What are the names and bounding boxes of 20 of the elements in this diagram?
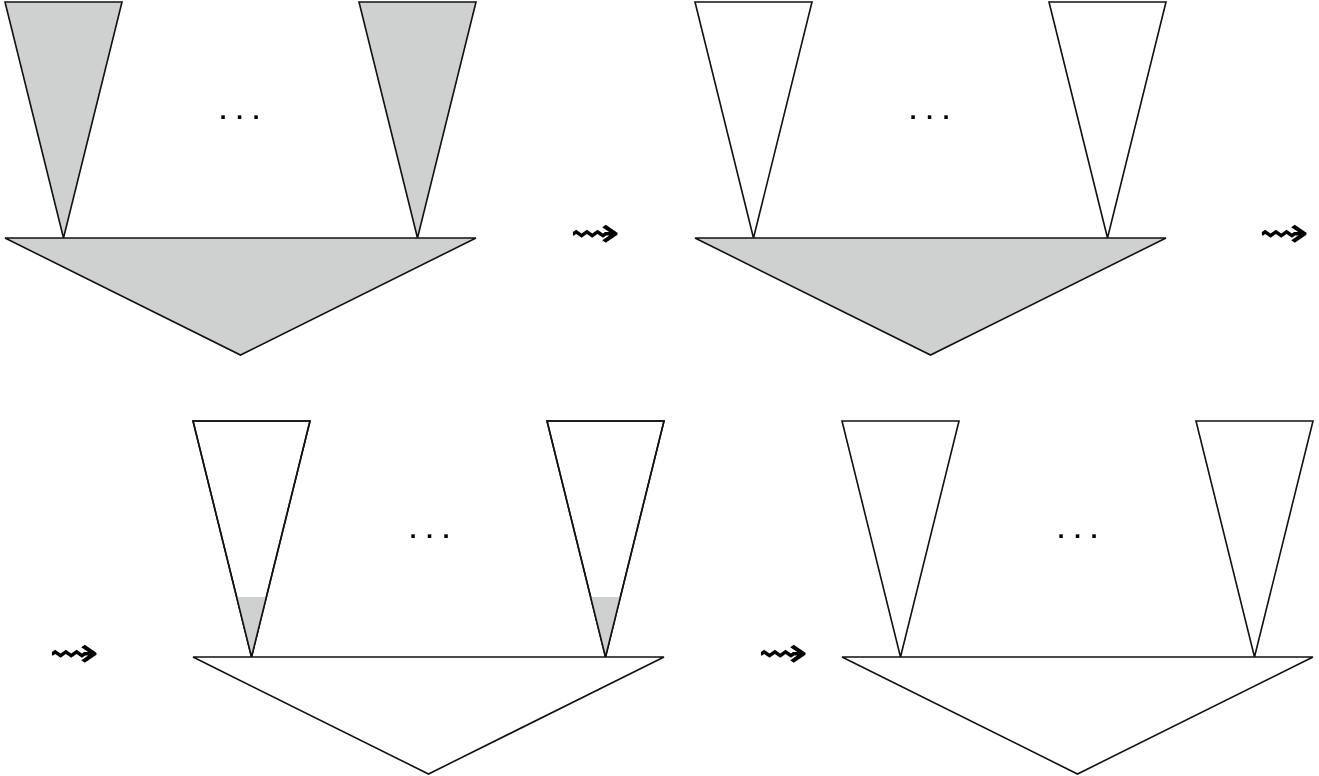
narrow-triangle xyxy=(546,420,665,658)
ellipsis: · · · xyxy=(909,107,951,127)
wide-triangle xyxy=(192,656,665,775)
narrow-triangle xyxy=(4,1,123,239)
narrow-triangle xyxy=(694,1,813,239)
ellipsis: · · · xyxy=(219,107,261,127)
ellipsis: · · · xyxy=(1057,526,1099,546)
wide-triangle xyxy=(841,656,1314,775)
narrow-triangle xyxy=(192,420,311,658)
ellipsis: · · · xyxy=(409,526,451,546)
leads-to-symbol: ⇝ xyxy=(569,212,621,254)
leads-to-symbol: ⇝ xyxy=(48,632,100,674)
wide-triangle xyxy=(694,237,1167,356)
narrow-triangle xyxy=(1048,1,1167,239)
wide-triangle xyxy=(4,237,477,356)
narrow-triangle xyxy=(841,420,960,658)
narrow-triangle xyxy=(358,1,477,239)
leads-to-symbol: ⇝ xyxy=(757,632,809,674)
leads-to-symbol: ⇝ xyxy=(1258,212,1310,254)
narrow-triangle xyxy=(1195,420,1314,658)
